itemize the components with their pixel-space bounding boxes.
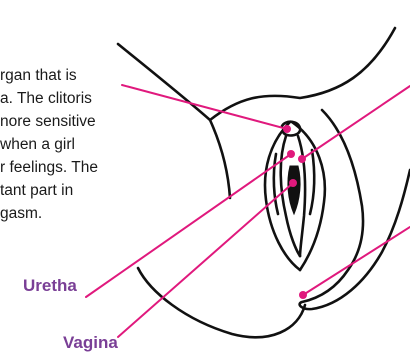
pointer-line-clitoris [122,85,287,129]
buttock-left-outline [138,268,305,337]
label-urethra: Uretha [23,276,77,296]
description-line-2: a. The clitoris [0,89,92,109]
label-vagina: Vagina [63,333,118,353]
buttock-right-outline [300,110,410,309]
description-line-1: rgan that is [0,66,77,86]
pointer-dot-right-upper [298,155,306,163]
description-line-6: tant part in [0,181,73,201]
body-outline-left [210,120,230,198]
pointer-dot-clitoris [283,125,291,133]
description-line-5: r feelings. The [0,158,98,178]
pointer-line-vagina [118,183,293,337]
labia-fold-right [310,150,314,214]
vaginal-opening [288,166,300,214]
description-line-4: when a girl [0,135,75,155]
body-outline-top [118,28,395,120]
description-line-3: nore sensitive [0,112,96,132]
description-line-7: gasm. [0,204,42,224]
pointer-dot-vagina [289,179,297,187]
pointer-dot-right-lower [299,291,307,299]
pointer-line-right-upper [302,86,410,159]
pointer-dot-urethra [287,150,295,158]
